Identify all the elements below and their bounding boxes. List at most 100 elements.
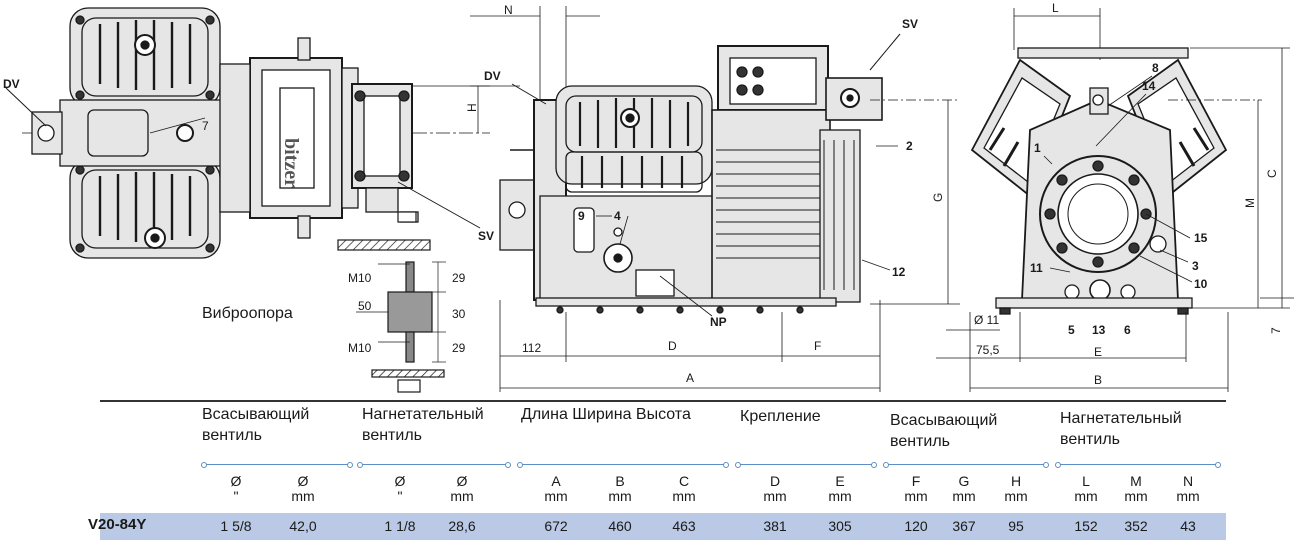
label-112: 112 [522,341,541,355]
model-name: V20-84Y [88,516,147,533]
col-unit: mm [1004,488,1028,504]
label-13: 13 [1092,323,1106,337]
vibro-m10-top: M10 [348,271,372,285]
label-9: 9 [578,209,585,223]
group-rule [517,462,729,468]
label-3: 3 [1192,259,1199,273]
col-symbol: Ø [456,473,468,489]
col-symbol: E [835,473,845,489]
vibro-29-top: 29 [452,271,466,285]
vibro-29-bottom: 29 [452,341,466,355]
cell-value: 381 [763,518,787,534]
group-title-line: Нагнетательный [1060,410,1182,427]
cell-value: 42,0 [289,518,317,534]
label-10: 10 [1194,277,1208,291]
cell-value: 305 [828,518,852,534]
cell-value: 352 [1124,518,1148,534]
col-unit: " [233,488,239,504]
group-suction-2: Всасывающий вентиль [890,410,997,452]
compressor-drawing: DV SV 7 H bitzer M10 50 M10 29 30 29 [3,1,1294,393]
label-a: A [686,371,694,385]
label-g: G [931,193,945,202]
cell-value: 120 [904,518,928,534]
label-sv-left: SV [478,229,494,243]
vibro-30: 30 [452,307,466,321]
col-symbol: F [911,473,921,489]
group-rule [883,462,1049,468]
group-rule [201,462,353,468]
group-title-line: Длина Ширина Высота [521,406,691,423]
col-symbol: M [1130,473,1142,489]
label-5: 5 [1068,323,1075,337]
label-8: 8 [1152,61,1159,75]
label-b: B [1094,373,1102,387]
cell-value: 672 [544,518,568,534]
col-symbol: L [1082,473,1090,489]
side-view [470,6,960,392]
group-rule [357,462,511,468]
brand-logo: bitzer [280,138,302,188]
col-symbol: C [678,473,690,489]
cell-value: 460 [608,518,632,534]
label-d: D [668,339,677,353]
col-unit: mm [291,488,315,504]
label-n: N [504,3,513,17]
label-dv-mid: DV [484,69,501,83]
col-unit: " [397,488,403,504]
cell-value: 28,6 [448,518,476,534]
label-np: NP [710,315,727,329]
col-symbol: G [958,473,970,489]
label-75-5: 75,5 [976,343,1000,357]
col-unit: mm [1124,488,1148,504]
col-unit: mm [450,488,474,504]
group-rule [1055,462,1221,468]
group-discharge-2: Нагнетательный вентиль [1060,408,1182,450]
col-unit: mm [672,488,696,504]
group-rule [735,462,877,468]
vibro-50: 50 [358,299,372,313]
cell-value: 367 [952,518,976,534]
label-2: 2 [906,139,913,153]
label-e: E [1094,345,1102,359]
label-h: H [465,103,479,112]
col-symbol: Ø [297,473,309,489]
vibro-title: Виброопора [202,305,293,322]
group-suction-1: Всасывающий вентиль [202,404,309,446]
group-title-line: вентиль [890,433,950,450]
cell-value: 463 [672,518,696,534]
label-1: 1 [1034,141,1041,155]
table-top-rule [100,400,1226,402]
group-title-line: Нагнетательный [362,406,484,423]
col-unit: mm [608,488,632,504]
label-4: 4 [614,209,621,223]
cell-value: 43 [1180,518,1196,534]
col-unit: mm [763,488,787,504]
table-row [100,513,1226,540]
col-unit: mm [544,488,568,504]
col-unit: mm [1074,488,1098,504]
col-unit: mm [1176,488,1200,504]
label-12: 12 [892,265,906,279]
cell-value: 152 [1074,518,1098,534]
group-title-line: вентиль [1060,431,1120,448]
col-symbol: Ø [394,473,406,489]
group-mounting: Крепление [740,406,821,427]
label-l: L [1052,1,1059,15]
group-title-line: Всасывающий [202,406,310,423]
top-view [5,7,490,259]
col-unit: mm [952,488,976,504]
col-symbol: H [1010,473,1022,489]
col-symbol: A [551,473,561,489]
label-c: C [1265,169,1279,178]
label-sv-top: SV [902,17,918,31]
